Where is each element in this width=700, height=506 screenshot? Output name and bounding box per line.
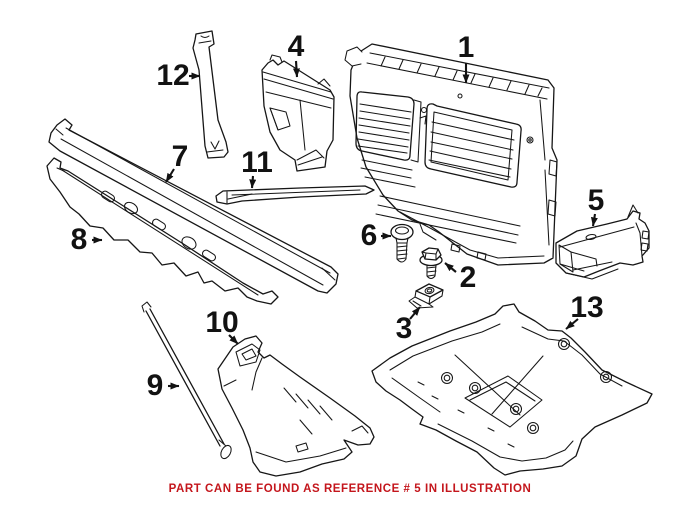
callout-4-label: 4	[288, 30, 305, 63]
callout-13-label: 13	[570, 291, 603, 324]
callout-1: 1	[458, 31, 475, 84]
shield-center-panel	[464, 375, 543, 428]
callout-2-arrow	[444, 262, 457, 273]
mounting-hole	[526, 136, 534, 144]
callout-4-arrow	[292, 60, 300, 78]
duct-fin	[627, 204, 639, 218]
lower-louvers	[360, 159, 521, 244]
callout-7: 7	[165, 140, 189, 183]
part-1-front-panel	[344, 43, 558, 266]
callout-3-arrow	[409, 306, 421, 320]
callout-9-label: 9	[147, 369, 164, 402]
bracket-slot	[295, 442, 309, 453]
center-column	[410, 99, 422, 163]
side-bracket	[548, 159, 558, 177]
callout-12: 12	[156, 59, 201, 92]
side-bracket	[547, 199, 557, 217]
callout-3: 3	[396, 306, 421, 345]
kidney-grille-frame	[424, 103, 522, 188]
kidney-grille-slats	[428, 121, 515, 178]
duct-tab	[640, 242, 649, 252]
bottom-tab	[450, 243, 461, 253]
callout-2-label: 2	[460, 261, 477, 294]
corner-flag	[344, 46, 363, 67]
line-art	[46, 30, 653, 477]
cowl-slot	[152, 218, 166, 231]
callout-3-label: 3	[396, 312, 413, 345]
cowl-slot	[202, 249, 216, 262]
part-5-air-duct	[555, 204, 650, 280]
part-9-rod	[141, 301, 232, 460]
callout-7-arrow	[165, 168, 175, 183]
cowl-slot	[101, 190, 115, 203]
callout-11-arrow	[249, 175, 257, 189]
callout-4: 4	[288, 30, 305, 78]
cowl-hole	[123, 201, 139, 215]
callout-1-label: 1	[458, 31, 475, 64]
callout-5-label: 5	[588, 184, 605, 217]
left-grille-slats	[357, 103, 412, 154]
duct-hole	[585, 233, 597, 241]
callout-8: 8	[71, 223, 103, 256]
part-2-hex-bolt	[419, 247, 443, 280]
rod-tip	[220, 444, 232, 460]
shield-rivets	[417, 381, 515, 448]
callout-11-label: 11	[241, 146, 273, 179]
mounting-hole	[457, 93, 463, 99]
callout-7-label: 7	[172, 140, 189, 173]
top-rail-hatching	[380, 56, 543, 97]
shield-grommets	[440, 337, 613, 435]
part-11-seal-strip	[215, 185, 375, 205]
callout-2: 2	[444, 261, 477, 294]
part-12-strap	[192, 30, 229, 159]
callout-12-label: 12	[156, 59, 189, 92]
part-7-cowl-strip	[48, 118, 339, 294]
bottom-tab	[476, 251, 487, 261]
callout-8-label: 8	[71, 223, 88, 256]
callout-10: 10	[205, 306, 239, 345]
callout-11: 11	[241, 146, 273, 189]
part-10-bracket	[217, 335, 375, 477]
part-6-screw	[390, 223, 414, 263]
footer-note: PART CAN BE FOUND AS REFERENCE # 5 IN IL…	[168, 483, 532, 495]
callout-9: 9	[147, 369, 180, 402]
part-13-underbody-shield	[371, 303, 653, 476]
left-grille-frame	[355, 91, 415, 161]
part-8-cowl-panel	[46, 157, 279, 305]
callout-13: 13	[565, 291, 604, 330]
callout-6: 6	[361, 219, 392, 252]
part-4-air-duct-panel	[261, 54, 335, 172]
duct-tab	[641, 230, 650, 240]
part-3-clip-nut	[408, 283, 444, 309]
callout-6-label: 6	[361, 219, 378, 252]
callout-13-arrow	[565, 318, 579, 330]
callouts: 1 2 3 4 5 6 7 8	[71, 30, 605, 402]
bracket-ribs	[283, 387, 333, 435]
callout-5: 5	[588, 184, 605, 227]
callout-5-arrow	[590, 213, 598, 227]
cowl-hole	[181, 236, 197, 250]
callout-10-label: 10	[205, 306, 238, 339]
callout-10-arrow	[228, 334, 239, 345]
